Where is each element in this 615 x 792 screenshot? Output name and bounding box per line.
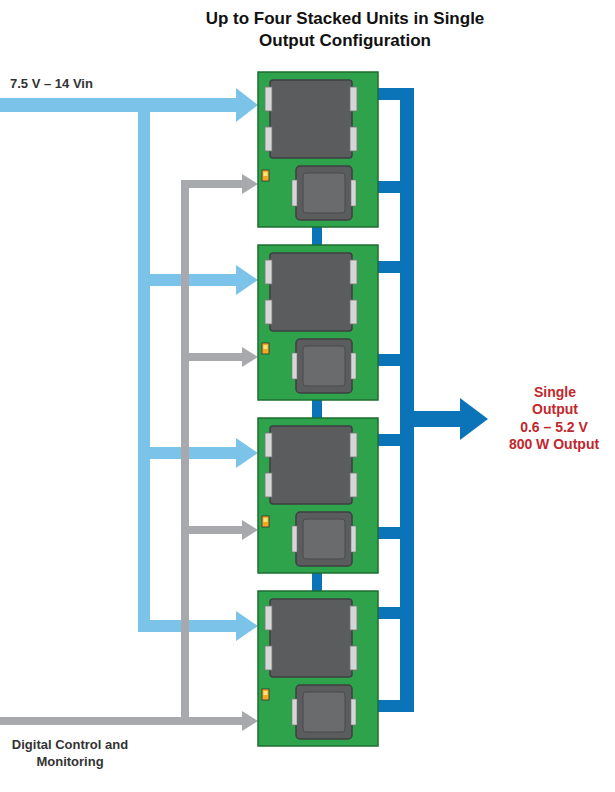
output-label: Single Output (523, 384, 587, 418)
input-power-bus (0, 88, 258, 641)
output-power: 800 W Output (497, 436, 611, 453)
output-voltage: 0.6 – 5.2 V (497, 419, 611, 436)
input-voltage-label: 7.5 V – 14 Vin (10, 76, 180, 92)
control-label: Digital Control and Monitoring (4, 736, 136, 770)
title: Up to Four Stacked Units in Single Outpu… (200, 8, 490, 52)
control-bus (0, 174, 258, 731)
